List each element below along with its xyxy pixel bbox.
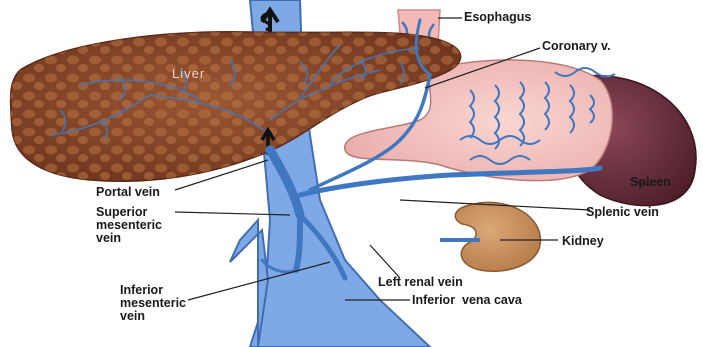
- splenic-vein-label: Splenic vein: [586, 206, 659, 219]
- coronary-vein-label: Coronary v.: [542, 40, 611, 53]
- left-renal-vein-label: Left renal vein: [378, 276, 463, 289]
- superior-mesenteric-vein-line-3: vein: [96, 232, 162, 245]
- inferior-mesenteric-vein-label: Inferior mesenteric vein: [120, 284, 186, 323]
- spleen-label: Spleen: [630, 176, 671, 189]
- esophagus-label: Esophagus: [464, 11, 531, 24]
- portal-vein-label: Portal vein: [96, 186, 160, 199]
- kidney-organ: [455, 202, 540, 271]
- inferior-mesenteric-vein-line-3: vein: [120, 310, 186, 323]
- superior-mesenteric-vein-label: Superior mesenteric vein: [96, 206, 162, 245]
- liver-label: Liver: [172, 66, 205, 81]
- kidney-label: Kidney: [562, 235, 604, 248]
- inferior-vena-cava-label: Inferior vena cava: [412, 294, 522, 307]
